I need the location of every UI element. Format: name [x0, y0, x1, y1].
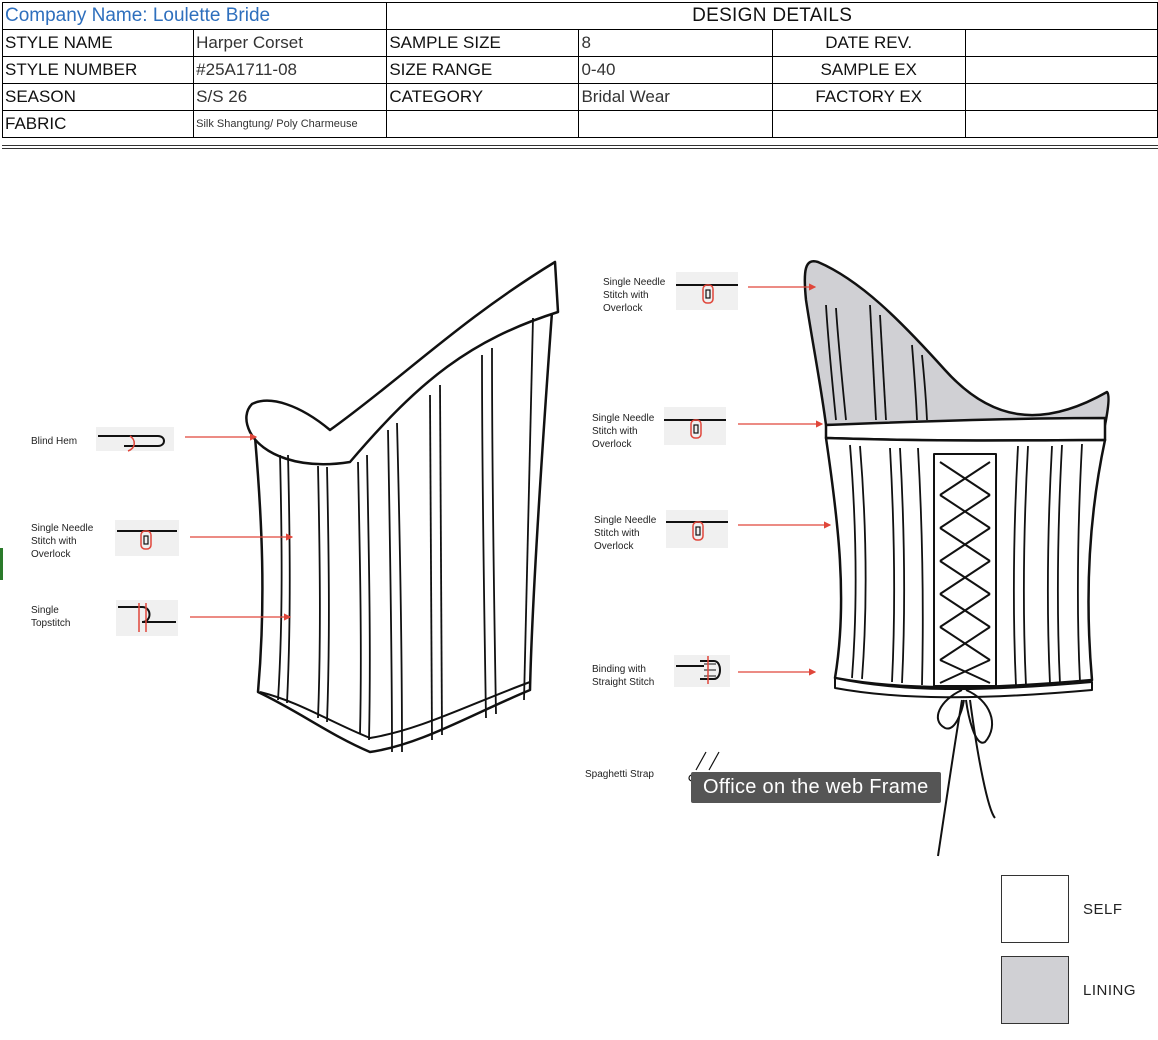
- topstitch-icon: [116, 600, 178, 636]
- single-needle-overlock-icon: [666, 510, 728, 548]
- blind-hem-icon: [96, 427, 174, 452]
- cell-selection-marker: [0, 548, 3, 580]
- style-name-value[interactable]: Harper Corset: [193, 29, 388, 57]
- empty-cell[interactable]: [771, 110, 966, 138]
- lining-swatch: [1001, 956, 1069, 1024]
- sample-ex-label[interactable]: SAMPLE EX: [771, 56, 966, 84]
- callout-single-needle: Single Needle Stitch with Overlock: [31, 523, 94, 560]
- factory-ex-value[interactable]: [964, 83, 1158, 111]
- empty-cell[interactable]: [386, 110, 580, 138]
- lining-label: LINING: [1083, 982, 1137, 999]
- callout-back-top: Single Needle Stitch with Overlock: [603, 277, 666, 314]
- single-needle-overlock-icon: [676, 272, 738, 310]
- callout-topstitch: Single Topstitch: [31, 605, 71, 629]
- style-number-value[interactable]: #25A1711-08: [193, 56, 388, 84]
- date-rev-label[interactable]: DATE REV.: [771, 29, 966, 57]
- callout-back-mid1: Single Needle Stitch with Overlock: [592, 413, 655, 450]
- header-divider: [2, 148, 1158, 149]
- size-range-label[interactable]: SIZE RANGE: [386, 56, 580, 84]
- callout-arrows: [185, 283, 832, 676]
- header-row: STYLE NUMBER #25A1711-08 SIZE RANGE 0-40…: [1, 56, 1158, 84]
- callout-back-mid2: Single Needle Stitch with Overlock: [594, 515, 657, 552]
- fabric-value[interactable]: Silk Shangtung/ Poly Charmeuse: [193, 110, 388, 138]
- single-needle-overlock-icon: [664, 407, 726, 445]
- self-label: SELF: [1083, 901, 1123, 918]
- header-divider: [2, 145, 1158, 146]
- date-rev-value[interactable]: [964, 29, 1158, 57]
- empty-cell[interactable]: [964, 110, 1158, 138]
- frame-tooltip: Office on the web Frame: [691, 772, 941, 803]
- single-needle-overlock-icon: [115, 520, 179, 556]
- binding-icon: [674, 655, 730, 687]
- callout-blind-hem: Blind Hem: [31, 436, 78, 447]
- design-details-header: Company Name: Loulette Bride DESIGN DETA…: [1, 2, 1158, 138]
- size-range-value[interactable]: 0-40: [578, 56, 773, 84]
- sample-ex-value[interactable]: [964, 56, 1158, 84]
- sample-size-label[interactable]: SAMPLE SIZE: [386, 29, 580, 57]
- empty-cell[interactable]: [578, 110, 773, 138]
- header-row: STYLE NAME Harper Corset SAMPLE SIZE 8 D…: [1, 29, 1158, 57]
- season-label[interactable]: SEASON: [1, 83, 195, 111]
- self-swatch: [1001, 875, 1069, 943]
- callout-spaghetti-strap: Spaghetti Strap: [585, 769, 654, 780]
- callout-binding: Binding with Straight Stitch: [592, 664, 655, 688]
- sheet-title: DESIGN DETAILS: [386, 2, 1158, 30]
- fabric-label[interactable]: FABRIC: [1, 110, 195, 138]
- header-row: SEASON S/S 26 CATEGORY Bridal Wear FACTO…: [1, 83, 1158, 111]
- company-name: Company Name: Loulette Bride: [1, 2, 388, 30]
- front-corset-sketch: [245, 260, 560, 754]
- season-value[interactable]: S/S 26: [193, 83, 388, 111]
- back-corset-sketch: [803, 260, 1110, 857]
- header-row: FABRIC Silk Shangtung/ Poly Charmeuse: [1, 110, 1158, 138]
